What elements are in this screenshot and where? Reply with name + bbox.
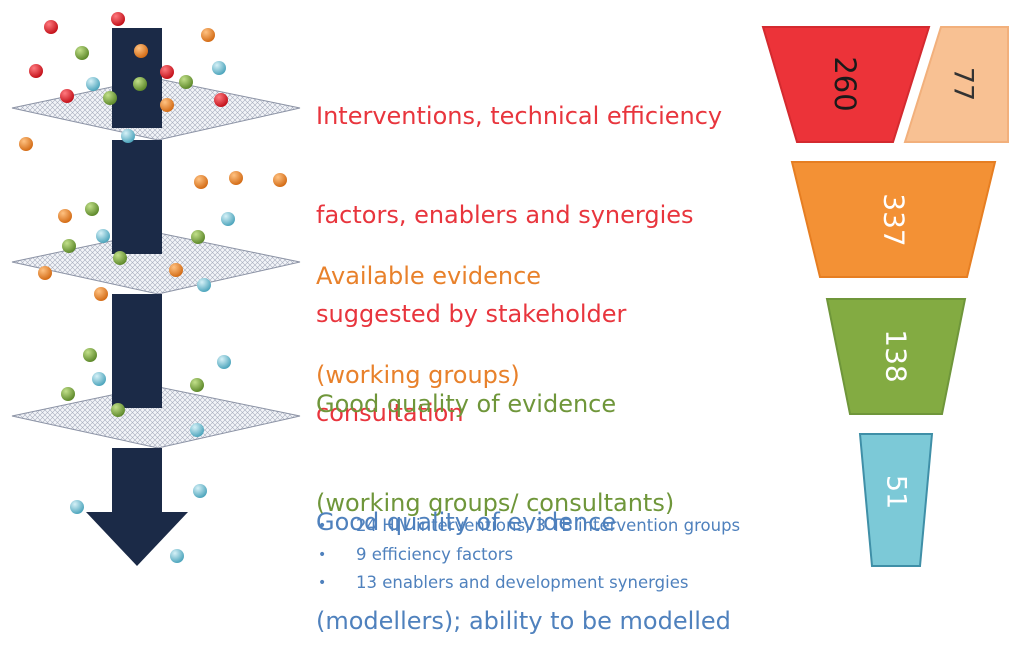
- orange-dot: [229, 171, 243, 185]
- red-dot: [214, 93, 228, 107]
- list-item: 24 HIV interventions, 3 TB intervention …: [316, 512, 740, 541]
- orange-dot: [194, 175, 208, 189]
- stage-label-line: (modellers); ability to be modelled: [316, 607, 731, 635]
- list-item: 13 enablers and development synergies: [316, 569, 740, 598]
- stage-label-line: (working groups): [316, 361, 520, 389]
- blue-dot: [92, 372, 106, 386]
- green-dot: [75, 46, 89, 60]
- funnel-value-337: 337: [878, 193, 911, 246]
- sieve-plane-2: [11, 231, 301, 295]
- orange-dot: [273, 173, 287, 187]
- blue-dot: [193, 484, 207, 498]
- blue-dot: [86, 77, 100, 91]
- sieve-plane-3: [11, 385, 301, 449]
- funnel-diagram: 260 77 337 138 51: [11, 12, 1009, 567]
- blue-dot: [212, 61, 226, 75]
- green-dot: [133, 77, 147, 91]
- red-dot: [111, 12, 125, 26]
- stage-label-line: factors, enablers and synergies: [316, 201, 694, 229]
- orange-dot: [38, 266, 52, 280]
- blue-dot: [96, 229, 110, 243]
- blue-dot: [217, 355, 231, 369]
- red-dot: [160, 65, 174, 79]
- orange-dot: [169, 263, 183, 277]
- funnel-value-77: 77: [948, 67, 979, 101]
- red-dot: [60, 89, 74, 103]
- particles: [19, 12, 287, 563]
- funnel-value-138: 138: [880, 329, 913, 382]
- blue-dot: [170, 549, 184, 563]
- funnel-segment-337: 337: [790, 161, 997, 278]
- green-dot: [179, 75, 193, 89]
- stage-label-line: consultation: [316, 399, 464, 427]
- blue-dot: [190, 423, 204, 437]
- down-arrow-icon: [86, 28, 188, 566]
- orange-dot: [134, 44, 148, 58]
- stage-label-line: Available evidence: [316, 262, 542, 290]
- blue-dot: [70, 500, 84, 514]
- stage-label-available-evidence: Available evidence (working groups): [316, 194, 541, 425]
- green-dot: [103, 91, 117, 105]
- orange-dot: [94, 287, 108, 301]
- green-dot: [85, 202, 99, 216]
- red-dot: [29, 64, 43, 78]
- stage-label-line: suggested by stakeholder: [316, 300, 627, 328]
- blue-dot: [221, 212, 235, 226]
- stage-label-line: Interventions, technical efficiency: [316, 102, 723, 130]
- blue-dot: [121, 129, 135, 143]
- green-dot: [62, 239, 76, 253]
- orange-dot: [160, 98, 174, 112]
- orange-dot: [201, 28, 215, 42]
- orange-dot: [58, 209, 72, 223]
- funnel-value-51: 51: [881, 475, 912, 509]
- list-item: 9 efficiency factors: [316, 541, 740, 570]
- stage-label-stakeholder-consultation: Interventions, technical efficiency fact…: [316, 34, 722, 463]
- funnel-segment-51: 51: [858, 433, 934, 567]
- green-dot: [191, 230, 205, 244]
- stage-label-line: Good quality of evidence: [316, 390, 617, 418]
- green-dot: [113, 251, 127, 265]
- orange-dot: [19, 137, 33, 151]
- green-dot: [111, 403, 125, 417]
- blue-dot: [197, 278, 211, 292]
- green-dot: [190, 378, 204, 392]
- funnel-value-260: 260: [828, 56, 862, 111]
- funnel-segment-260: 260: [761, 26, 931, 143]
- funnel-segment-138: 138: [825, 298, 967, 415]
- modelled-items-list: 24 HIV interventions, 3 TB intervention …: [316, 512, 740, 598]
- red-dot: [44, 20, 58, 34]
- green-dot: [61, 387, 75, 401]
- funnel-segment-77: 77: [903, 26, 1009, 143]
- green-dot: [83, 348, 97, 362]
